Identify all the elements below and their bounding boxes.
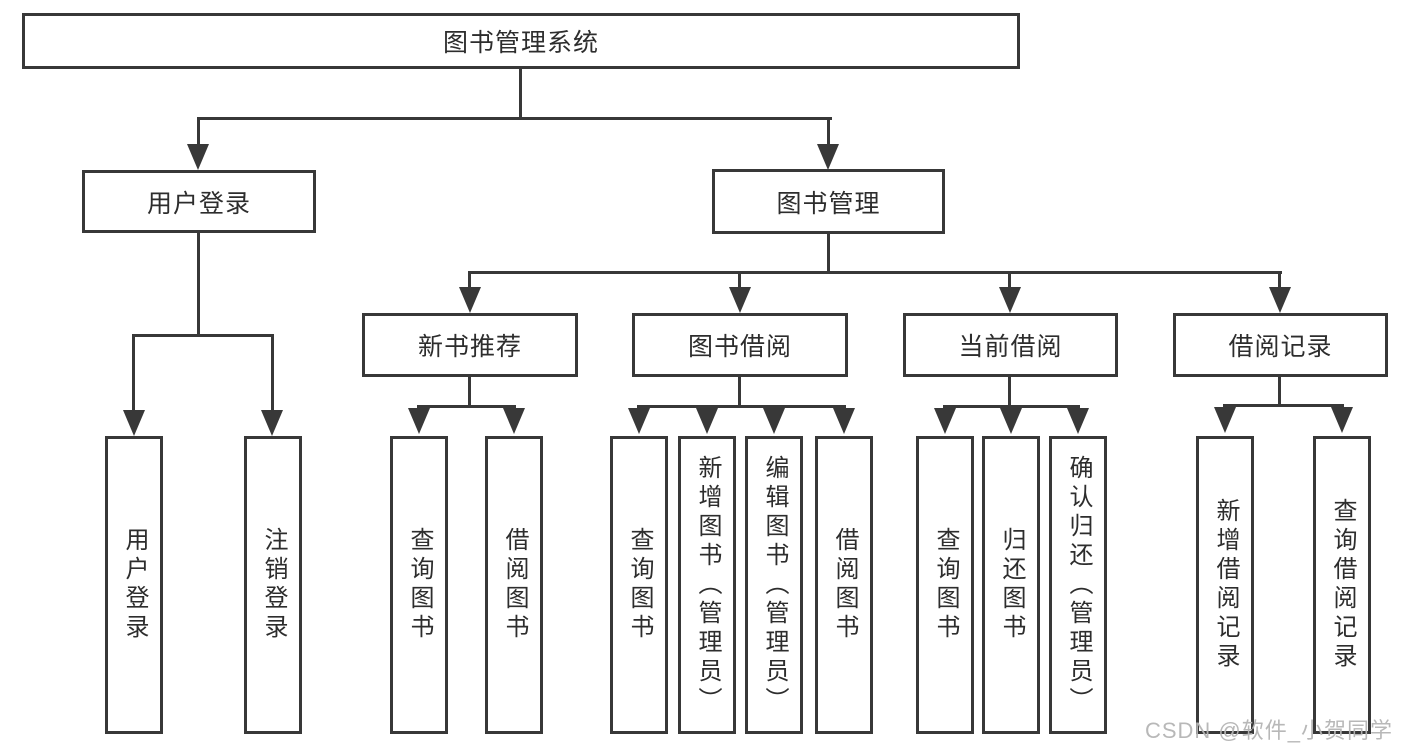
leaf-label: 确认归还（管理员） [1065,454,1092,716]
node-new-book-recommendation: 新书推荐 [362,313,578,377]
arrowhead-sec4 [1269,287,1291,313]
leaf-query-books-current: 查询图书 [916,436,974,734]
arrowhead-sec2-child2 [696,408,718,434]
arrowhead-sec3-child1 [934,408,956,434]
node-label: 图书管理系统 [442,29,599,57]
connector-sec2-rail [637,405,846,408]
leaf-label: 查询借阅记录 [1329,498,1356,672]
connector-mgmt-rail [468,271,1282,274]
leaf-label: 用户登录 [121,527,148,643]
leaf-edit-books-admin: 编辑图书（管理员） [745,436,803,734]
node-borrowing-records: 借阅记录 [1173,313,1388,377]
connector-sec2-shaft [738,271,741,289]
arrowhead-sec2-child1 [628,408,650,434]
arrowhead-sec4-child1 [1214,407,1236,433]
arrowhead-to-user-login [187,144,209,170]
csdn-watermark: CSDN @软件_小贺同学 [1144,718,1393,743]
node-label: 新书推荐 [417,333,522,361]
arrowhead-to-book-mgmt [817,144,839,170]
leaf-label: 查询图书 [406,527,433,643]
arrowhead-sec1-child1 [408,408,430,434]
leaf-label: 注销登录 [260,527,287,643]
leaf-logout-login: 注销登录 [244,436,302,734]
arrowhead-login-child2 [261,410,283,436]
connector-login-child2-shaft [271,334,274,411]
connector-sec1-rail [417,405,516,408]
leaf-query-books-recommend: 查询图书 [390,436,448,734]
arrowhead-sec3-child2 [1000,408,1022,434]
leaf-label: 新增借阅记录 [1212,498,1239,672]
node-current-borrowing: 当前借阅 [903,313,1118,377]
leaf-label: 查询图书 [932,527,959,643]
connector-to-user-login-shaft [197,117,200,146]
node-user-login-group: 用户登录 [82,170,316,233]
connector-mgmt-stem [827,234,830,273]
leaf-label: 新增图书（管理员） [694,454,721,716]
leaf-query-borrow-record: 查询借阅记录 [1313,436,1371,734]
arrowhead-sec3-child3 [1067,408,1089,434]
connector-sec3-rail [943,405,1080,408]
leaf-label: 借阅图书 [501,527,528,643]
arrowhead-sec2-child3 [763,408,785,434]
connector-sec4-shaft [1278,271,1281,289]
leaf-return-books: 归还图书 [982,436,1040,734]
node-library-management-system: 图书管理系统 [22,13,1020,69]
leaf-user-login: 用户登录 [105,436,163,734]
node-label: 用户登录 [146,189,251,218]
connector-sec1-stem [468,377,471,408]
leaf-borrow-books-recommend: 借阅图书 [485,436,543,734]
connector-root-stem [519,69,522,118]
arrowhead-sec2 [729,287,751,313]
node-book-management: 图书管理 [712,169,945,234]
leaf-query-books-borrowing: 查询图书 [610,436,668,734]
node-label: 借阅记录 [1228,333,1333,361]
leaf-label: 借阅图书 [831,527,858,643]
leaf-label: 编辑图书（管理员） [761,454,788,716]
arrowhead-sec3 [999,287,1021,313]
leaf-borrow-books-borrowing: 借阅图书 [815,436,873,734]
node-label: 图书管理 [776,189,881,218]
leaf-confirm-return-admin: 确认归还（管理员） [1049,436,1107,734]
connector-sec3-stem [1008,377,1011,408]
leaf-add-borrow-record: 新增借阅记录 [1196,436,1254,734]
arrowhead-login-child1 [123,410,145,436]
connector-sec1-shaft [468,271,471,289]
node-book-borrowing: 图书借阅 [632,313,848,377]
arrowhead-sec1 [459,287,481,313]
connector-sec3-shaft [1008,271,1011,289]
leaf-label: 归还图书 [998,527,1025,643]
connector-sec4-stem [1278,377,1281,407]
connector-login-stem [197,233,200,336]
connector-login-rail [132,334,274,337]
leaf-add-books-admin: 新增图书（管理员） [678,436,736,734]
connector-sec4-rail [1223,404,1344,407]
connector-login-child1-shaft [132,334,135,411]
node-label: 当前借阅 [958,333,1063,361]
connector-to-book-mgmt-shaft [827,117,830,146]
node-label: 图书借阅 [687,333,792,361]
leaf-label: 查询图书 [626,527,653,643]
arrowhead-sec1-child2 [503,408,525,434]
arrowhead-sec2-child4 [833,408,855,434]
connector-sec2-stem [738,377,741,408]
arrowhead-sec4-child2 [1331,407,1353,433]
connector-root-rail [197,117,832,120]
